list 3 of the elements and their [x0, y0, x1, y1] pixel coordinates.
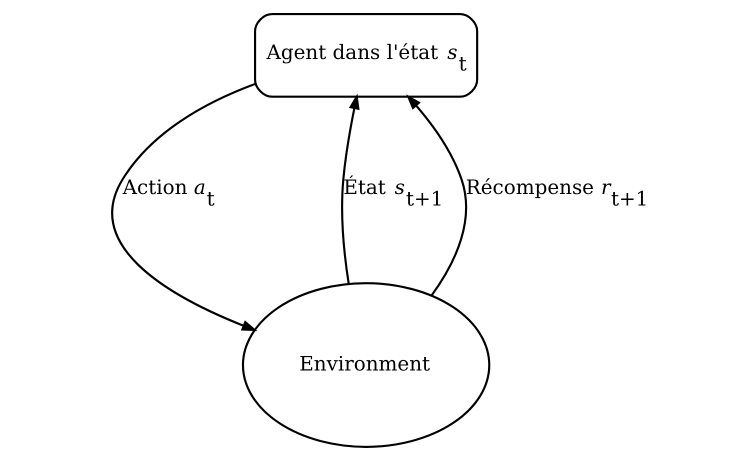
- arrow: [111, 83, 258, 332]
- arrow: [406, 94, 468, 296]
- arrow: [341, 94, 360, 284]
